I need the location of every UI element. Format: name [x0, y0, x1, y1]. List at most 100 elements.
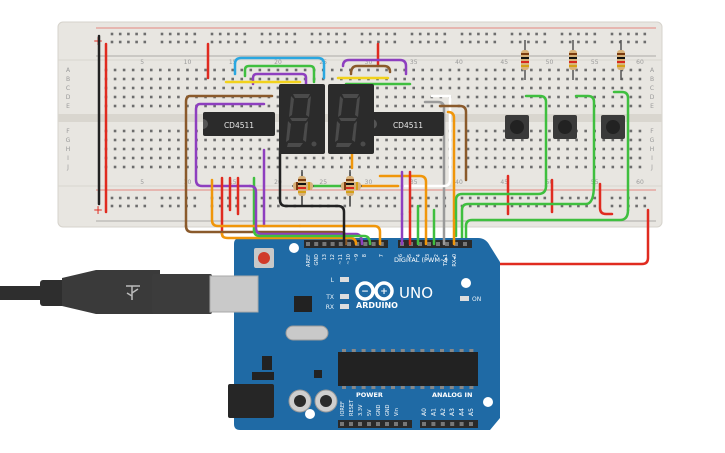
column-number: 50 — [546, 59, 554, 66]
wire-blue-loop[interactable] — [233, 56, 326, 80]
wire-orange-down[interactable] — [210, 178, 302, 228]
chip-cd4511-right: CD4511 — [372, 112, 444, 136]
on-label: ON — [472, 296, 481, 303]
resistor — [521, 40, 529, 80]
mount-hole — [305, 409, 315, 419]
column-number: 35 — [410, 59, 418, 66]
resistor — [346, 170, 354, 202]
wire-green-arduino-3[interactable] — [464, 208, 630, 240]
row-letter: I — [67, 155, 69, 162]
usb-icon — [126, 285, 140, 300]
row-letter: D — [650, 94, 655, 101]
column-number: 10 — [184, 179, 192, 186]
row-letter: F — [650, 128, 654, 135]
wire-orange-pin-2[interactable] — [298, 224, 382, 246]
led-label-tx: TX — [325, 294, 334, 301]
arduino-model: UNO — [399, 284, 433, 302]
column-number: 15 — [229, 179, 237, 186]
wire-brown-right[interactable] — [438, 104, 468, 182]
column-number: 25 — [319, 179, 327, 186]
row-letter: H — [650, 146, 655, 153]
wire-gray-right[interactable] — [423, 100, 446, 200]
row-letter: D — [66, 94, 71, 101]
row-letter: E — [650, 103, 654, 110]
row-letter: C — [66, 85, 70, 92]
pin-label: 5V — [367, 409, 373, 416]
wire-black-gnd[interactable] — [284, 204, 346, 246]
wire-brown-loop[interactable] — [349, 64, 392, 76]
wire-white-right[interactable] — [403, 94, 452, 188]
arduino-wires[interactable] — [184, 184, 456, 246]
wire-orange-right[interactable] — [446, 110, 456, 222]
mount-hole — [461, 278, 471, 288]
led-label-rx: RX — [326, 304, 334, 311]
resistor — [617, 40, 625, 80]
svg-text:−: − — [361, 287, 369, 297]
wire-purple-loop-2[interactable] — [341, 58, 408, 76]
row-letter: C — [650, 85, 654, 92]
analog-label: ANALOG IN — [432, 391, 472, 399]
wire-purple-loop-1[interactable] — [251, 72, 308, 88]
mount-hole — [289, 243, 299, 253]
row-letter: F — [66, 128, 70, 135]
column-number: 20 — [274, 59, 282, 66]
reset-button-cap[interactable] — [258, 252, 270, 264]
column-number: 5 — [140, 59, 144, 66]
seven-segment-display-left — [279, 84, 325, 154]
mount-hole — [483, 397, 493, 407]
column-number: 60 — [636, 59, 644, 66]
power-header[interactable] — [338, 420, 412, 428]
pin-label: 2 — [434, 254, 440, 257]
pin-label: A3 — [449, 408, 456, 416]
pin-label: 12 — [330, 254, 336, 260]
wire-purple-left[interactable] — [194, 102, 266, 188]
pin-label: A5 — [468, 408, 475, 416]
column-number: 30 — [365, 59, 373, 66]
pin-label: IOREF — [340, 401, 346, 416]
pin-label: ~10 — [346, 254, 352, 265]
pushbutton-2[interactable] — [553, 115, 577, 139]
column-number: 40 — [455, 59, 463, 66]
pushbutton-3[interactable] — [601, 115, 625, 139]
breadboard-wires[interactable] — [97, 34, 650, 424]
wire-green-button-2[interactable] — [574, 94, 596, 186]
column-number: 30 — [365, 179, 373, 186]
wire-green-loop-1[interactable] — [243, 64, 316, 84]
row-letter: G — [650, 137, 655, 144]
wire-orange-mid2[interactable] — [378, 174, 428, 222]
pin-label: RX◂0 — [452, 254, 458, 267]
row-letter: G — [66, 137, 71, 144]
column-number: 15 — [229, 59, 237, 66]
row-letter: H — [66, 146, 71, 153]
wire-green-button-1[interactable] — [524, 94, 548, 188]
row-letter: A — [650, 67, 655, 74]
wire-green-pin[interactable] — [252, 228, 372, 246]
pin-label: 8 — [362, 254, 368, 257]
resistor — [569, 40, 577, 80]
column-number: 5 — [140, 179, 144, 186]
row-letter: B — [66, 76, 70, 83]
wire-orange-pin[interactable] — [220, 232, 358, 246]
pin-label: RESET — [349, 399, 355, 416]
row-letter: J — [650, 164, 653, 171]
pushbutton-1[interactable] — [505, 115, 529, 139]
arduino-uno-board: L TX RX ON − + ARDUINO UNO DIGITAL (PWM~… — [209, 238, 500, 430]
pin-label: 13 — [322, 254, 328, 260]
wire-green-arduino-1[interactable] — [454, 184, 548, 238]
resistor — [298, 170, 306, 202]
wire-red-button-3[interactable] — [598, 182, 614, 216]
svg-text:+: + — [380, 287, 388, 297]
analog-header[interactable] — [420, 420, 478, 428]
digital-label: DIGITAL (PWM~) — [394, 256, 448, 264]
pin-label: A1 — [430, 408, 437, 416]
seven-segment-display-right — [328, 84, 374, 154]
row-letter: I — [651, 155, 653, 162]
wire-green-button-3[interactable] — [612, 90, 630, 212]
pin-label: A2 — [440, 408, 447, 416]
wire-brown-left[interactable] — [184, 94, 274, 228]
led-label-l: L — [331, 277, 335, 284]
wire-green-arduino-2[interactable] — [460, 182, 596, 240]
column-number: 50 — [546, 179, 554, 186]
pin-label: 7 — [379, 254, 385, 257]
